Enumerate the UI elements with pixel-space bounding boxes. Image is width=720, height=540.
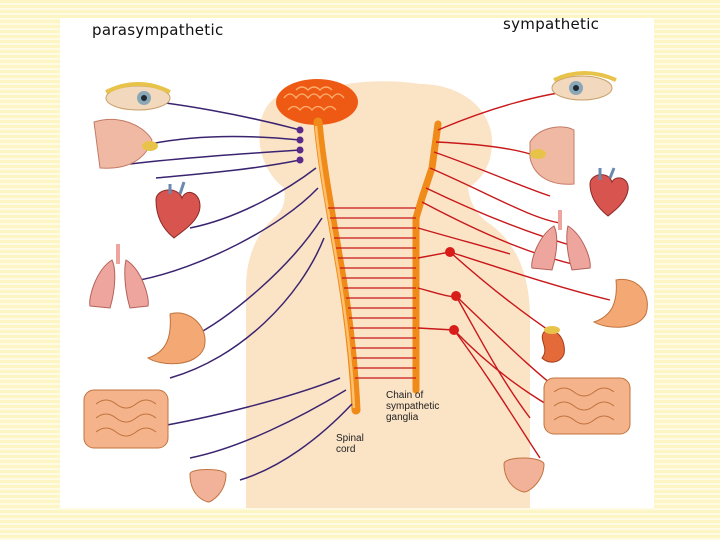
sympathetic-ganglia	[445, 247, 461, 335]
chain-of-sympathetic-ganglia-label: Chain of sympathetic ganglia	[386, 390, 439, 423]
heart-left	[155, 189, 201, 239]
parasympathetic-heading: parasympathetic	[92, 21, 224, 39]
spinal-cord-highlight	[314, 125, 356, 409]
kidney-right	[541, 330, 565, 363]
spinal-rungs	[328, 207, 416, 379]
left-organs	[83, 82, 227, 503]
face-right	[529, 126, 575, 185]
spinal-cord-label: Spinal cord	[336, 433, 364, 455]
body-silhouette	[246, 81, 530, 508]
intestines-right	[543, 377, 631, 435]
right-organs	[503, 71, 648, 493]
chain-label-line-3: ganglia	[386, 412, 419, 423]
chain-label-line-2: sympathetic	[386, 401, 440, 412]
bladder-left	[189, 469, 227, 503]
cord-label-line-1: Spinal	[336, 433, 364, 444]
autonomic-nervous-system-diagram	[83, 71, 648, 508]
stomach-right	[592, 278, 648, 328]
sympathetic-chain	[412, 120, 442, 394]
sympathetic-heading: sympathetic	[503, 18, 600, 33]
face-left	[93, 118, 153, 169]
diagram-panel: parasympathetic sympathetic Chain of sym…	[60, 18, 654, 508]
brain	[276, 79, 358, 125]
bladder-right	[503, 457, 545, 493]
spinal-cord	[313, 117, 361, 415]
lungs-left	[89, 259, 149, 309]
parasympathetic-nerves	[129, 99, 353, 481]
intestines-left	[83, 389, 169, 449]
parasympathetic-ganglia	[296, 126, 304, 164]
chain-label-line-1: Chain of	[386, 390, 424, 401]
brain-folds	[283, 86, 345, 111]
heart-right	[589, 174, 629, 217]
stomach-left	[146, 312, 206, 365]
cord-label-line-2: cord	[336, 444, 356, 455]
lungs-right	[531, 225, 591, 271]
